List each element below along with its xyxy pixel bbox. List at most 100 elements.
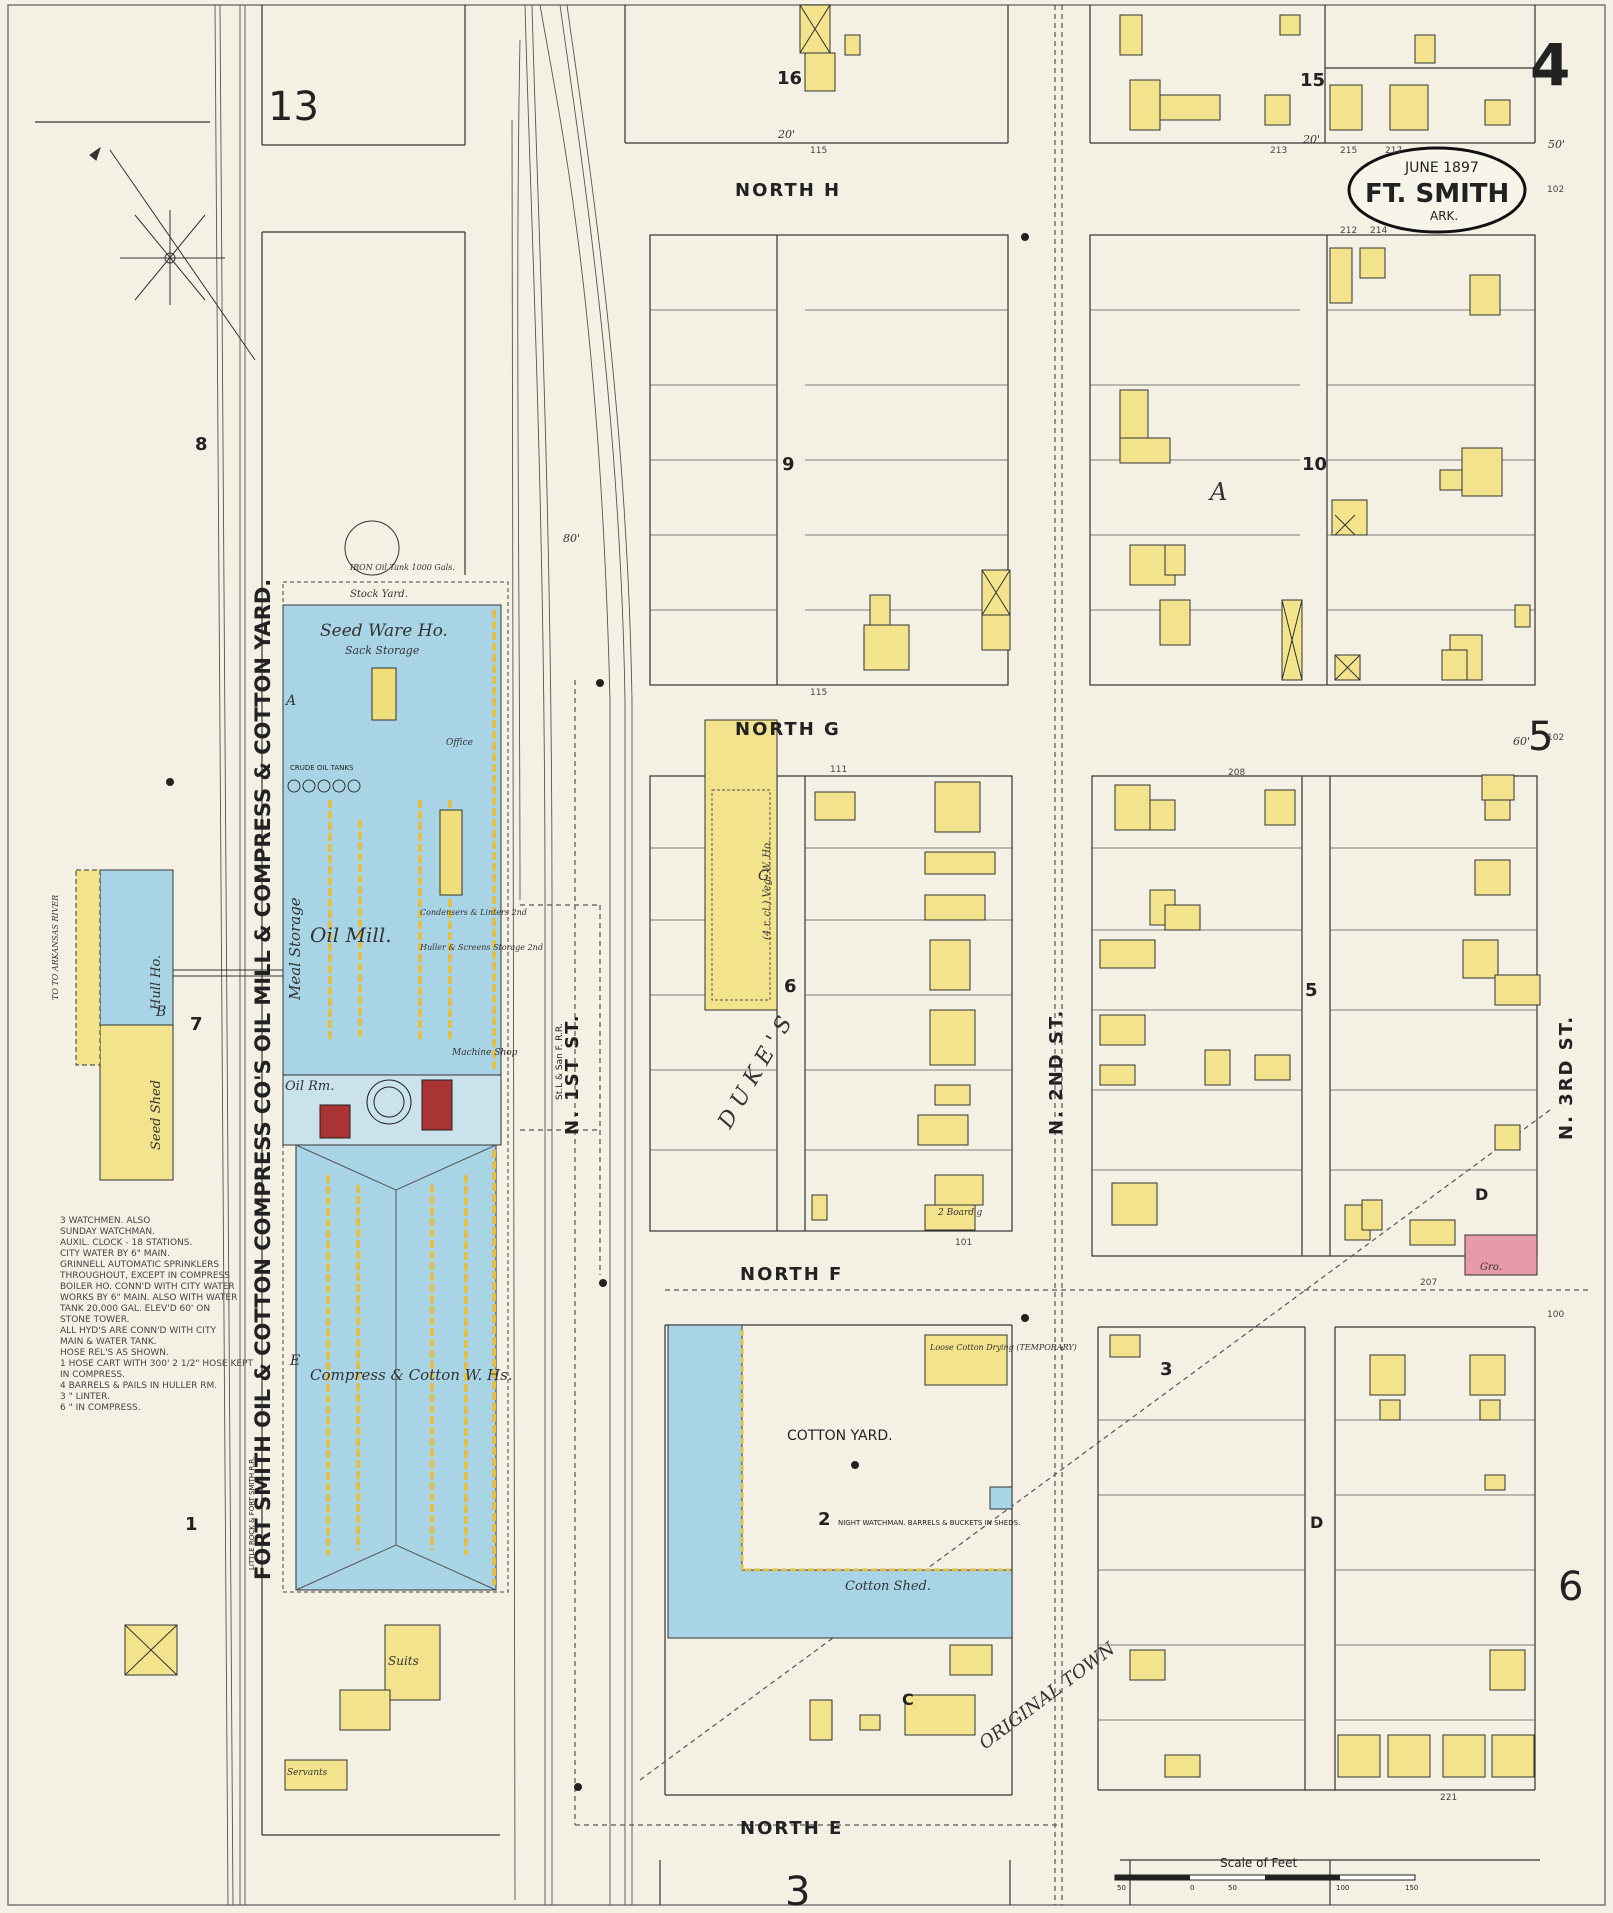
block-7: 7 — [190, 1014, 203, 1035]
compress-side-label: FORT SMITH OIL & COTTON COMPRESS CO'S OI… — [251, 579, 275, 1580]
title-date: JUNE 1897 — [1404, 160, 1479, 176]
a-label: A — [1208, 478, 1227, 506]
seed-shed: Seed Shed — [149, 1080, 164, 1150]
block-3: 3 — [1160, 1359, 1173, 1380]
street-north-g: NORTH G — [735, 719, 841, 740]
note-line: 4 BARRELS & PAILS IN HULLER RM. — [60, 1381, 217, 1391]
house-numbers: 115 213 215 217 221 212 214 208 207 111 … — [810, 146, 1564, 1803]
block-b: B — [155, 1004, 166, 1020]
cotton-yard-label: COTTON YARD. — [787, 1428, 893, 1444]
note-line: BOILER HO. CONN'D WITH CITY WATER — [60, 1282, 235, 1292]
note-line: SUNDAY WATCHMAN. — [60, 1227, 155, 1237]
servants-label: Servants — [287, 1768, 328, 1778]
width-80: 80' — [563, 532, 580, 545]
note-line: 3 WATCHMEN. ALSO — [60, 1216, 150, 1226]
house-number: 100 — [1547, 1310, 1564, 1320]
lot-lines — [650, 309, 1537, 1721]
block-6: 6 — [784, 976, 797, 997]
width-20: 20' — [1302, 133, 1320, 146]
street-north-f: NORTH F — [740, 1264, 843, 1285]
compress-complex — [282, 520, 509, 1593]
scale-tick: 50 — [1117, 1884, 1126, 1892]
house-number: 214 — [1370, 226, 1387, 236]
block-5: 5 — [1305, 980, 1318, 1001]
note-line: STONE TOWER. — [60, 1315, 130, 1325]
note-line: 6 " IN COMPRESS. — [60, 1403, 141, 1413]
hull-house: Hull Ho. — [149, 955, 164, 1011]
width-20-b: 20' — [777, 128, 795, 141]
note-line: TANK 20,000 GAL. ELEV'D 60' ON — [59, 1304, 210, 1314]
house-number: 115 — [810, 146, 827, 156]
condensers: Condensers & Linters 2nd — [420, 908, 527, 917]
block-g: G — [758, 868, 769, 884]
house-number: 101 — [955, 1238, 972, 1248]
crude-oil-tanks: CRUDE OIL TANKS — [290, 764, 354, 772]
block-10: 10 — [1302, 454, 1327, 475]
cotton-shed: Cotton Shed. — [845, 1579, 931, 1594]
street-north-h: NORTH H — [735, 180, 841, 201]
note-line: GRINNELL AUTOMATIC SPRINKLERS — [60, 1260, 219, 1270]
block-16: 16 — [777, 68, 802, 89]
hull-house-group — [75, 869, 283, 1181]
adjacent-sheet-5: 5 — [1528, 714, 1553, 760]
loose-cotton: Loose Cotton Drying (TEMPORARY) — [929, 1343, 1077, 1352]
note-line: HOSE REL'S AS SHOWN. — [60, 1348, 169, 1358]
compass-rose — [89, 146, 256, 361]
meal-storage: Meal Storage — [286, 897, 304, 1001]
suits-label: Suits — [388, 1654, 419, 1668]
block-c: C — [902, 1690, 914, 1709]
note-line: IN COMPRESS. — [60, 1370, 125, 1380]
note-line: 3 " LINTER. — [60, 1392, 110, 1402]
dashed-lines — [520, 5, 1590, 1905]
adjacent-sheet-3: 3 — [785, 1869, 810, 1913]
street-n-1st: N. 1ST ST. — [562, 1013, 583, 1135]
note-line: CITY WATER BY 6" MAIN. — [60, 1249, 170, 1259]
house-number: 212 — [1340, 226, 1357, 236]
house-number: 207 — [1420, 1278, 1437, 1288]
dwellings — [124, 4, 1541, 1791]
house-number: 221 — [1440, 1793, 1457, 1803]
note-line: ALL HYD'S ARE CONN'D WITH CITY — [60, 1326, 216, 1336]
street-north-e: NORTH E — [740, 1818, 843, 1839]
stock-yard: Stock Yard. — [350, 589, 408, 600]
sheet-number: 4 — [1530, 31, 1570, 99]
street-n-3rd: N. 3RD ST. — [1556, 1015, 1577, 1140]
house-number: 102 — [1547, 185, 1564, 195]
seed-ware-ho: Seed Ware Ho. — [320, 621, 448, 641]
title-cartouche — [1347, 146, 1527, 234]
office: Office — [446, 738, 473, 748]
house-number: 215 — [1340, 146, 1357, 156]
block-2: 2 — [818, 1509, 831, 1530]
block-e: E — [289, 1353, 300, 1369]
block-1: 1 — [185, 1514, 198, 1535]
scale-tick: 0 — [1190, 1884, 1194, 1892]
adjacent-sheet-6: 6 — [1558, 1564, 1583, 1610]
street-n-2nd: N. 2ND ST. — [1046, 1009, 1067, 1135]
width-60: 60' — [1513, 735, 1530, 748]
block-9: 9 — [782, 454, 795, 475]
machine-shop: Machine Shop — [451, 1048, 518, 1058]
sack-storage: Sack Storage — [345, 644, 420, 657]
house-number: 111 — [830, 765, 847, 775]
scale-bar — [1114, 1874, 1416, 1881]
block-8: 8 — [195, 434, 208, 455]
note-line: AUXIL. CLOCK - 18 STATIONS. — [60, 1238, 192, 1248]
oil-room: Oil Rm. — [285, 1079, 334, 1094]
oil-tank: IRON Oil Tank 1000 Gals. — [349, 563, 455, 572]
huller-storage: Huller & Screens Storage 2nd — [419, 943, 543, 952]
sheds — [124, 4, 1361, 1676]
to-river: TO TO ARKANSAS RIVER — [51, 895, 60, 1000]
house-number: 208 — [1228, 768, 1245, 778]
note-line: MAIN & WATER TANK. — [60, 1337, 157, 1347]
house-number: 213 — [1270, 146, 1287, 156]
house-number: 102 — [1547, 733, 1564, 743]
block-15: 15 — [1300, 70, 1325, 91]
width-50: 50' — [1548, 138, 1565, 151]
grocery-label: Gro. — [1480, 1262, 1502, 1273]
title-state: ARK. — [1430, 209, 1458, 223]
adjacent-sheet-13: 13 — [268, 84, 319, 130]
block-d-2: D — [1310, 1513, 1323, 1532]
hydrants — [166, 233, 1029, 1791]
